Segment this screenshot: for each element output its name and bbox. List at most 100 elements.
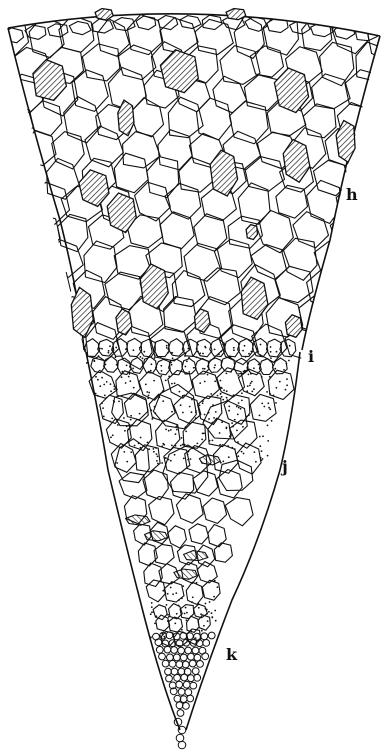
- stipple-dot: [267, 440, 269, 442]
- cone-cell: [197, 562, 217, 583]
- stipple-dot: [248, 374, 250, 376]
- cell: [84, 241, 117, 283]
- stipple-dot: [162, 590, 164, 592]
- tip-cell: [192, 647, 199, 654]
- stipple-dot: [232, 426, 234, 428]
- tip-cell: [194, 674, 201, 681]
- stipple-dot: [142, 358, 144, 360]
- stipple-dot: [251, 391, 253, 393]
- stipple-dot: [159, 635, 161, 637]
- stipple-dot: [181, 597, 183, 599]
- stipple-dot: [236, 406, 238, 408]
- tip-cell: [159, 653, 166, 660]
- hatched-cell: [160, 50, 198, 93]
- stipple-dot: [274, 368, 276, 370]
- cell: [293, 212, 329, 248]
- stipple-dot: [238, 343, 240, 345]
- stipple-dot: [242, 426, 244, 428]
- stipple-dot: [190, 458, 192, 460]
- stipple-dot: [286, 378, 288, 380]
- stipple-dot: [176, 425, 178, 427]
- stipple-dot: [212, 440, 214, 442]
- stipple-dot: [206, 613, 208, 615]
- cone-cell: [192, 371, 219, 399]
- stipple-dot: [175, 433, 177, 435]
- stipple-dot: [178, 605, 180, 607]
- stipple-dot: [130, 451, 132, 453]
- stipple-dot: [184, 355, 186, 357]
- stipple-dot: [176, 613, 178, 615]
- stipple-dot: [148, 392, 150, 394]
- stipple-dot: [286, 384, 288, 386]
- stipple-dot: [271, 420, 273, 422]
- stipple-dot: [241, 400, 243, 402]
- stipple-dot: [220, 462, 222, 464]
- cell: [314, 241, 353, 275]
- hatched-cell: [195, 309, 211, 333]
- crushed-cell: [174, 569, 198, 579]
- stipple-dot: [202, 353, 204, 355]
- stipple-dot: [165, 380, 167, 382]
- stipple-dot: [192, 447, 194, 449]
- stipple-dot: [267, 402, 269, 404]
- tip-cell: [176, 702, 183, 709]
- stipple-dot: [162, 443, 164, 445]
- stipple-dot: [203, 433, 205, 435]
- stipple-dot: [182, 412, 184, 414]
- stipple-dot: [186, 445, 188, 447]
- stipple-dot: [168, 459, 170, 461]
- tip-cell: [178, 688, 185, 695]
- stipple-dot: [222, 461, 224, 463]
- cone-cell: [268, 370, 294, 399]
- tip-cell: [192, 668, 199, 675]
- stipple-dot: [167, 614, 169, 616]
- stipple-dot: [280, 344, 282, 346]
- stipple-dot: [153, 451, 155, 453]
- stipple-dot: [226, 397, 228, 399]
- stipple-dot: [155, 447, 157, 449]
- stipple-dot: [202, 402, 204, 404]
- hatched-cell: [107, 193, 136, 233]
- stipple-dot: [258, 364, 260, 366]
- stipple-dot: [156, 453, 158, 455]
- stipple-dot: [101, 402, 103, 404]
- stipple-dot: [214, 580, 216, 582]
- tip-cell: [185, 689, 192, 696]
- tip-cell: [173, 654, 180, 661]
- stipple-dot: [153, 380, 155, 382]
- cone-cell: [186, 582, 203, 604]
- stipple-dot: [276, 351, 278, 353]
- cell: [105, 272, 144, 310]
- stipple-dot: [185, 426, 187, 428]
- stipple-dot: [153, 448, 155, 450]
- stipple-dot: [162, 390, 164, 392]
- stipple-dot: [203, 625, 205, 627]
- stipple-dot: [205, 603, 207, 605]
- stipple-dot: [125, 348, 127, 350]
- tip-cell: [174, 674, 181, 681]
- stipple-dot: [130, 415, 132, 417]
- tip-cell: [165, 668, 172, 675]
- stipple-dot: [191, 601, 193, 603]
- stipple-dot: [160, 365, 162, 367]
- stipple-dot: [115, 347, 117, 349]
- tip-cell: [183, 681, 190, 688]
- hatched-cell: [241, 277, 268, 319]
- stipple-dot: [202, 368, 204, 370]
- tip-cell: [178, 741, 186, 749]
- band-cell: [143, 357, 157, 373]
- tip-cell: [178, 647, 185, 654]
- stipple-dot: [204, 368, 206, 370]
- hatched-cell: [210, 150, 238, 196]
- stipple-dot: [108, 350, 110, 352]
- stipple-dot: [176, 429, 178, 431]
- stipple-dot: [185, 366, 187, 368]
- stipple-dot: [174, 454, 176, 456]
- cell: [25, 299, 59, 335]
- stipple-dot: [240, 408, 242, 410]
- stipple-dot: [151, 409, 153, 411]
- stipple-dot: [171, 352, 173, 354]
- stipple-dot: [113, 401, 115, 403]
- tip-cell: [189, 660, 196, 667]
- stipple-dot: [129, 424, 131, 426]
